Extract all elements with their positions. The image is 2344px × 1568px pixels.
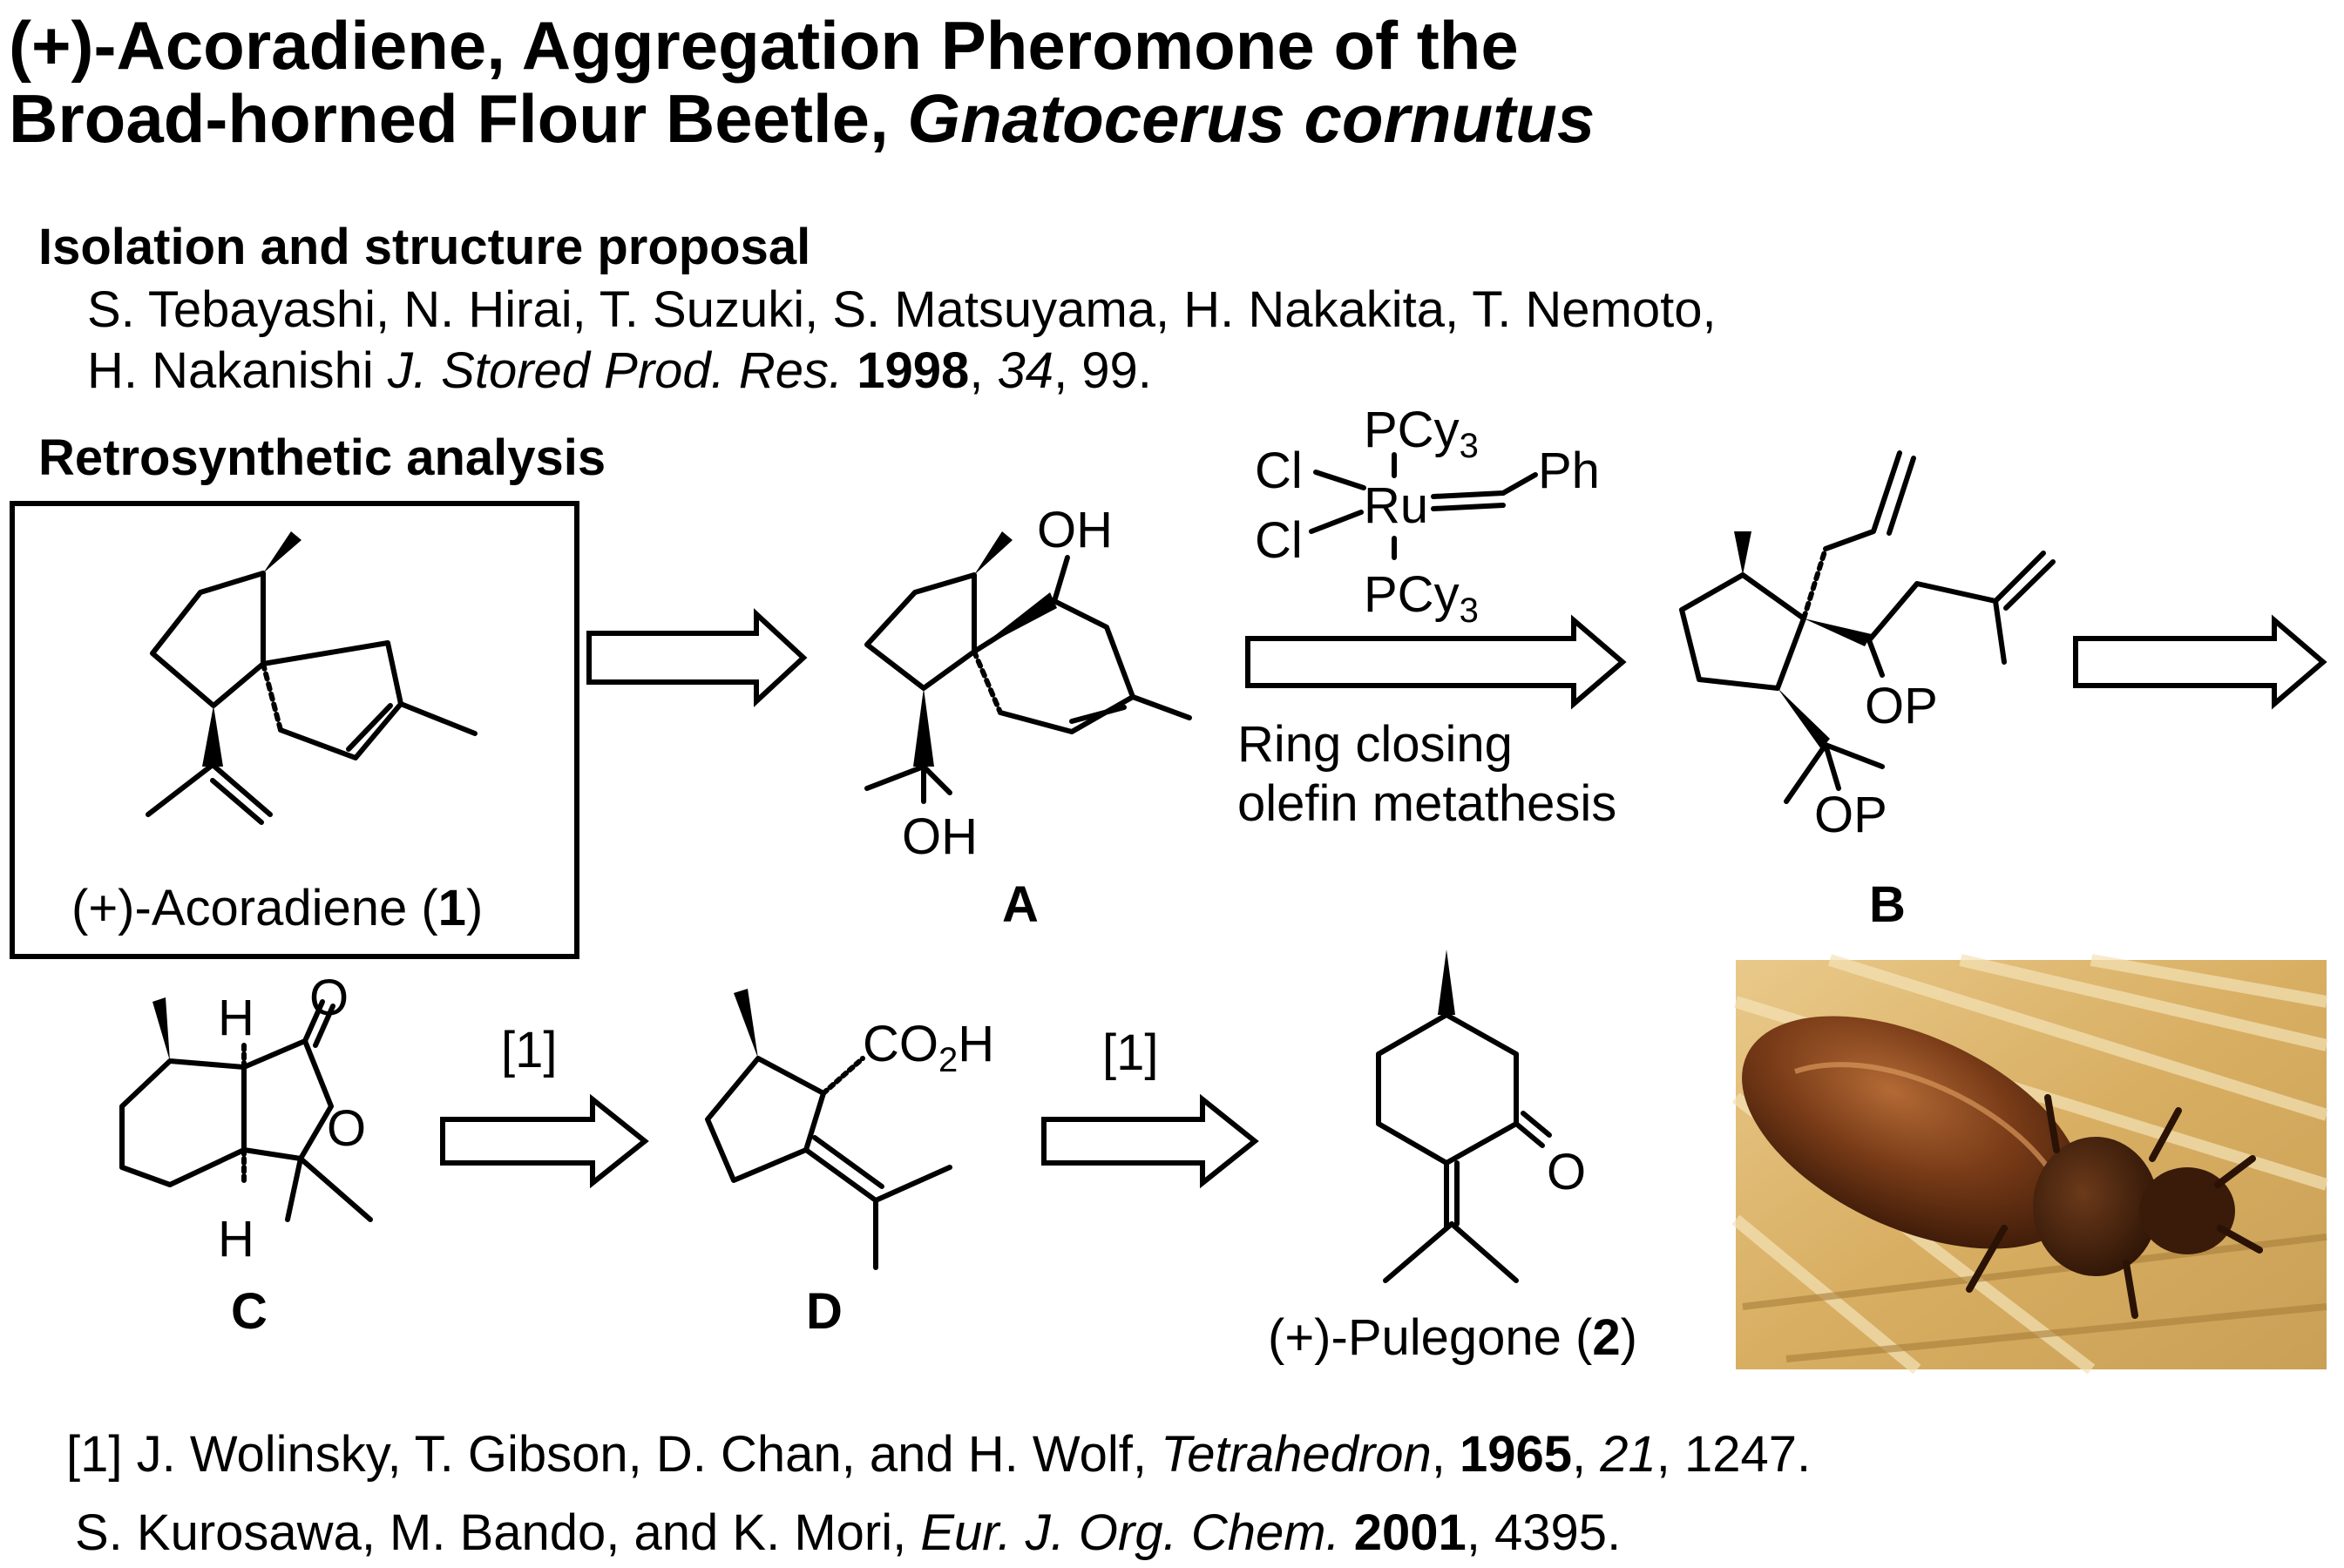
compound-c-structure — [119, 997, 373, 1222]
pulegone-label: (+)-Pulegone (2) — [1268, 1309, 1637, 1366]
compound-c-o-carbonyl: O — [309, 970, 349, 1026]
target-box — [10, 501, 579, 959]
isolation-authors: S. Tebayashi, N. Hirai, T. Suzuki, S. Ma… — [87, 281, 1717, 338]
rcm-label-2: olefin metathesis — [1237, 775, 1616, 832]
citation-volume: 34 — [997, 342, 1054, 399]
acoradiene-structure — [146, 531, 478, 825]
retro-heading: Retrosynthetic analysis — [38, 429, 606, 486]
ph-group: Ph — [1538, 443, 1600, 499]
compound-b-op-1: OP — [1865, 678, 1938, 734]
compound-d-co2h: CO2H — [863, 1016, 994, 1079]
compound-a-label: A — [1002, 876, 1039, 933]
compound-a-oh-top: OH — [1037, 502, 1113, 558]
compound-c-label: C — [231, 1283, 268, 1340]
cl-top: Cl — [1255, 443, 1303, 499]
pcy3-top: PCy3 — [1364, 402, 1479, 465]
citation-author: H. Nakanishi — [87, 342, 388, 399]
ref2-journal: Eur. J. Org. Chem. — [920, 1504, 1340, 1561]
compound-a-structure — [864, 531, 1192, 804]
ref2-authors: S. Kurosawa, M. Bando, and K. Mori, — [75, 1504, 921, 1561]
citation-journal: J. Stored Prod. Res. — [387, 342, 843, 399]
compound-b-structure — [1679, 450, 2056, 804]
ref1-volume: 21 — [1600, 1426, 1656, 1483]
ref1-authors: [1] J. Wolinsky, T. Gibson, D. Chan, and… — [66, 1426, 1162, 1483]
compound-d-structure — [705, 989, 952, 1270]
ref1-sep: , — [1431, 1426, 1460, 1483]
pulegone-structure — [1376, 950, 1552, 1283]
ref-tag-1: [1] — [501, 1022, 558, 1078]
ref1-year: 1965 — [1459, 1426, 1573, 1483]
retro-arrow-3 — [2073, 614, 2327, 710]
ref2-year: 2001 — [1353, 1504, 1467, 1561]
reference-1: [1] J. Wolinsky, T. Gibson, D. Chan, and… — [66, 1426, 1812, 1483]
reference-2: S. Kurosawa, M. Bando, and K. Mori, Eur.… — [75, 1504, 1621, 1562]
retro-arrow-4 — [440, 1093, 649, 1189]
title-plain: Broad-horned Flour Beetle, — [9, 80, 908, 157]
isolation-citation: H. Nakanishi J. Stored Prod. Res. 1998 , … — [87, 342, 1152, 399]
cl-bottom: Cl — [1255, 512, 1303, 569]
ref2-pages: , 4395. — [1466, 1504, 1622, 1561]
slide-title-line2: Broad-horned Flour Beetle, Gnatocerus co… — [9, 78, 1595, 159]
citation-pages: , 99. — [1053, 342, 1152, 399]
ref-tag-2: [1] — [1102, 1024, 1159, 1081]
compound-c-o-ring: O — [327, 1100, 366, 1157]
grubbs-catalyst: PCy3 Cl Ru Ph Cl PCy3 — [1255, 402, 1600, 630]
pcy3-bottom: PCy3 — [1364, 566, 1479, 630]
pulegone-o: O — [1547, 1144, 1586, 1200]
compound-c-h-bottom: H — [218, 1211, 254, 1267]
compound-b-op-2: OP — [1814, 787, 1887, 843]
rcm-arrow — [1245, 614, 1627, 710]
compound-b-label: B — [1869, 876, 1906, 933]
ru-atom: Ru — [1364, 477, 1428, 534]
rcm-label-1: Ring closing — [1237, 716, 1513, 773]
title-species: Gnatocerus cornutus — [907, 80, 1595, 157]
retro-arrow-5 — [1041, 1093, 1259, 1189]
ref1-journal: Tetrahedron — [1161, 1426, 1432, 1483]
citation-year: 1998 — [857, 342, 970, 399]
compound-a-oh-bottom: OH — [902, 808, 978, 865]
beetle-photo — [1731, 954, 2329, 1375]
compound-d-label: D — [806, 1283, 843, 1340]
acoradiene-label: (+)-Acoradiene (1) — [71, 880, 483, 936]
compound-c-h-top: H — [218, 990, 254, 1046]
retro-arrow-1 — [586, 608, 808, 707]
slide-title-line1: (+)-Acoradiene, Aggregation Pheromone of… — [9, 7, 1519, 84]
isolation-heading: Isolation and structure proposal — [38, 219, 811, 275]
ref1-pages: , 1247. — [1656, 1426, 1812, 1483]
